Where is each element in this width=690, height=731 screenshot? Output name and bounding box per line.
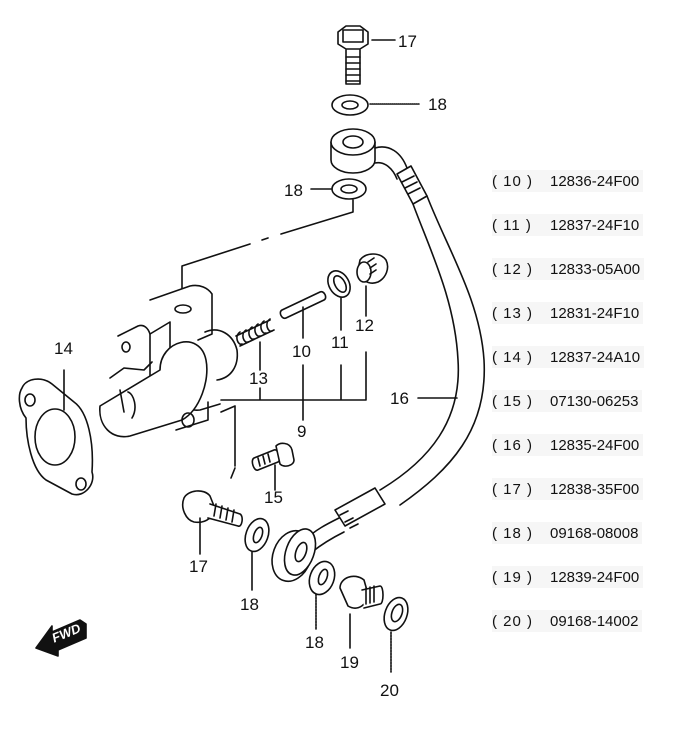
part-number: 12833-05A00 [550,260,641,278]
part-ref: ( 15 ) [492,392,534,410]
bolt-15 [251,442,295,471]
part-ref: ( 11 ) [492,216,532,234]
callout-16: 16 [390,389,409,408]
banjo-fitting-top [330,128,408,180]
leader-9-bracket [220,351,367,421]
parts-list-row: ( 10 ) 12836-24F00 [492,170,644,192]
bolt-top [337,25,369,85]
bleeder-plug [339,575,384,609]
part-ref: ( 12 ) [492,260,534,278]
part-number: 09168-08008 [550,524,639,542]
bolt-bottom [181,490,243,527]
guide-line [181,199,354,301]
push-rod [279,290,327,320]
banjo-fitting-bottom [271,528,317,583]
part-number: 09168-14002 [550,612,639,630]
part-ref: ( 16 ) [492,436,534,454]
gasket [18,378,94,496]
part-number: 07130-06253 [550,392,639,410]
callout-10: 10 [292,342,311,361]
part-ref: ( 10 ) [492,172,534,190]
part-number: 12837-24A10 [550,348,641,366]
parts-list-row: ( 15 ) 07130-06253 [492,390,643,412]
washer-top [331,94,369,116]
part-number: 12838-35F00 [550,480,640,498]
part-ref: ( 20 ) [492,612,534,630]
washer-bottom-1 [244,517,270,553]
callout-9: 9 [297,422,306,441]
guide-line-2 [220,405,236,479]
part-number: 12837-24F10 [550,216,640,234]
part-number: 12831-24F10 [550,304,640,322]
callout-13: 13 [249,369,268,388]
spring [235,318,275,347]
callout-17-top: 17 [398,32,417,51]
fwd-direction-arrow: FWD [35,619,87,657]
parts-list-row: ( 13 ) 12831-24F10 [492,302,644,324]
parts-list-row: ( 14 ) 12837-24A10 [492,346,645,368]
callout-18-bot1: 18 [240,595,259,614]
part-number: 12836-24F00 [550,172,640,190]
parts-list-row: ( 17 ) 12838-35F00 [492,478,644,500]
part-ref: ( 18 ) [492,524,534,542]
callout-17-bot: 17 [189,557,208,576]
parts-list-row: ( 20 ) 09168-14002 [492,610,643,632]
parts-list-row: ( 11 ) 12837-24F10 [492,214,644,236]
part-ref: ( 13 ) [492,304,534,322]
callout-15: 15 [264,488,283,507]
washer-20 [383,596,409,632]
callout-14: 14 [54,339,73,358]
callout-18-top: 18 [428,95,447,114]
part-number: 12835-24F00 [550,436,640,454]
parts-list-row: ( 16 ) 12835-24F00 [492,434,644,456]
callout-11: 11 [331,333,349,352]
parts-list-row: ( 12 ) 12833-05A00 [492,258,645,280]
parts-list-row: ( 18 ) 09168-08008 [492,522,643,544]
release-cylinder-body [99,284,239,438]
part-number: 12839-24F00 [550,568,640,586]
callout-19: 19 [340,653,359,672]
washer-mid [331,178,367,200]
callout-20: 20 [380,681,399,700]
callout-12: 12 [355,316,374,335]
seal [327,270,351,298]
plug [356,253,389,284]
part-ref: ( 14 ) [492,348,534,366]
callout-18-mid: 18 [284,181,303,200]
callout-18-bot2: 18 [305,633,324,652]
part-ref: ( 19 ) [492,568,534,586]
part-ref: ( 17 ) [492,480,534,498]
hose [304,165,486,553]
parts-list-row: ( 19 ) 12839-24F00 [492,566,644,588]
